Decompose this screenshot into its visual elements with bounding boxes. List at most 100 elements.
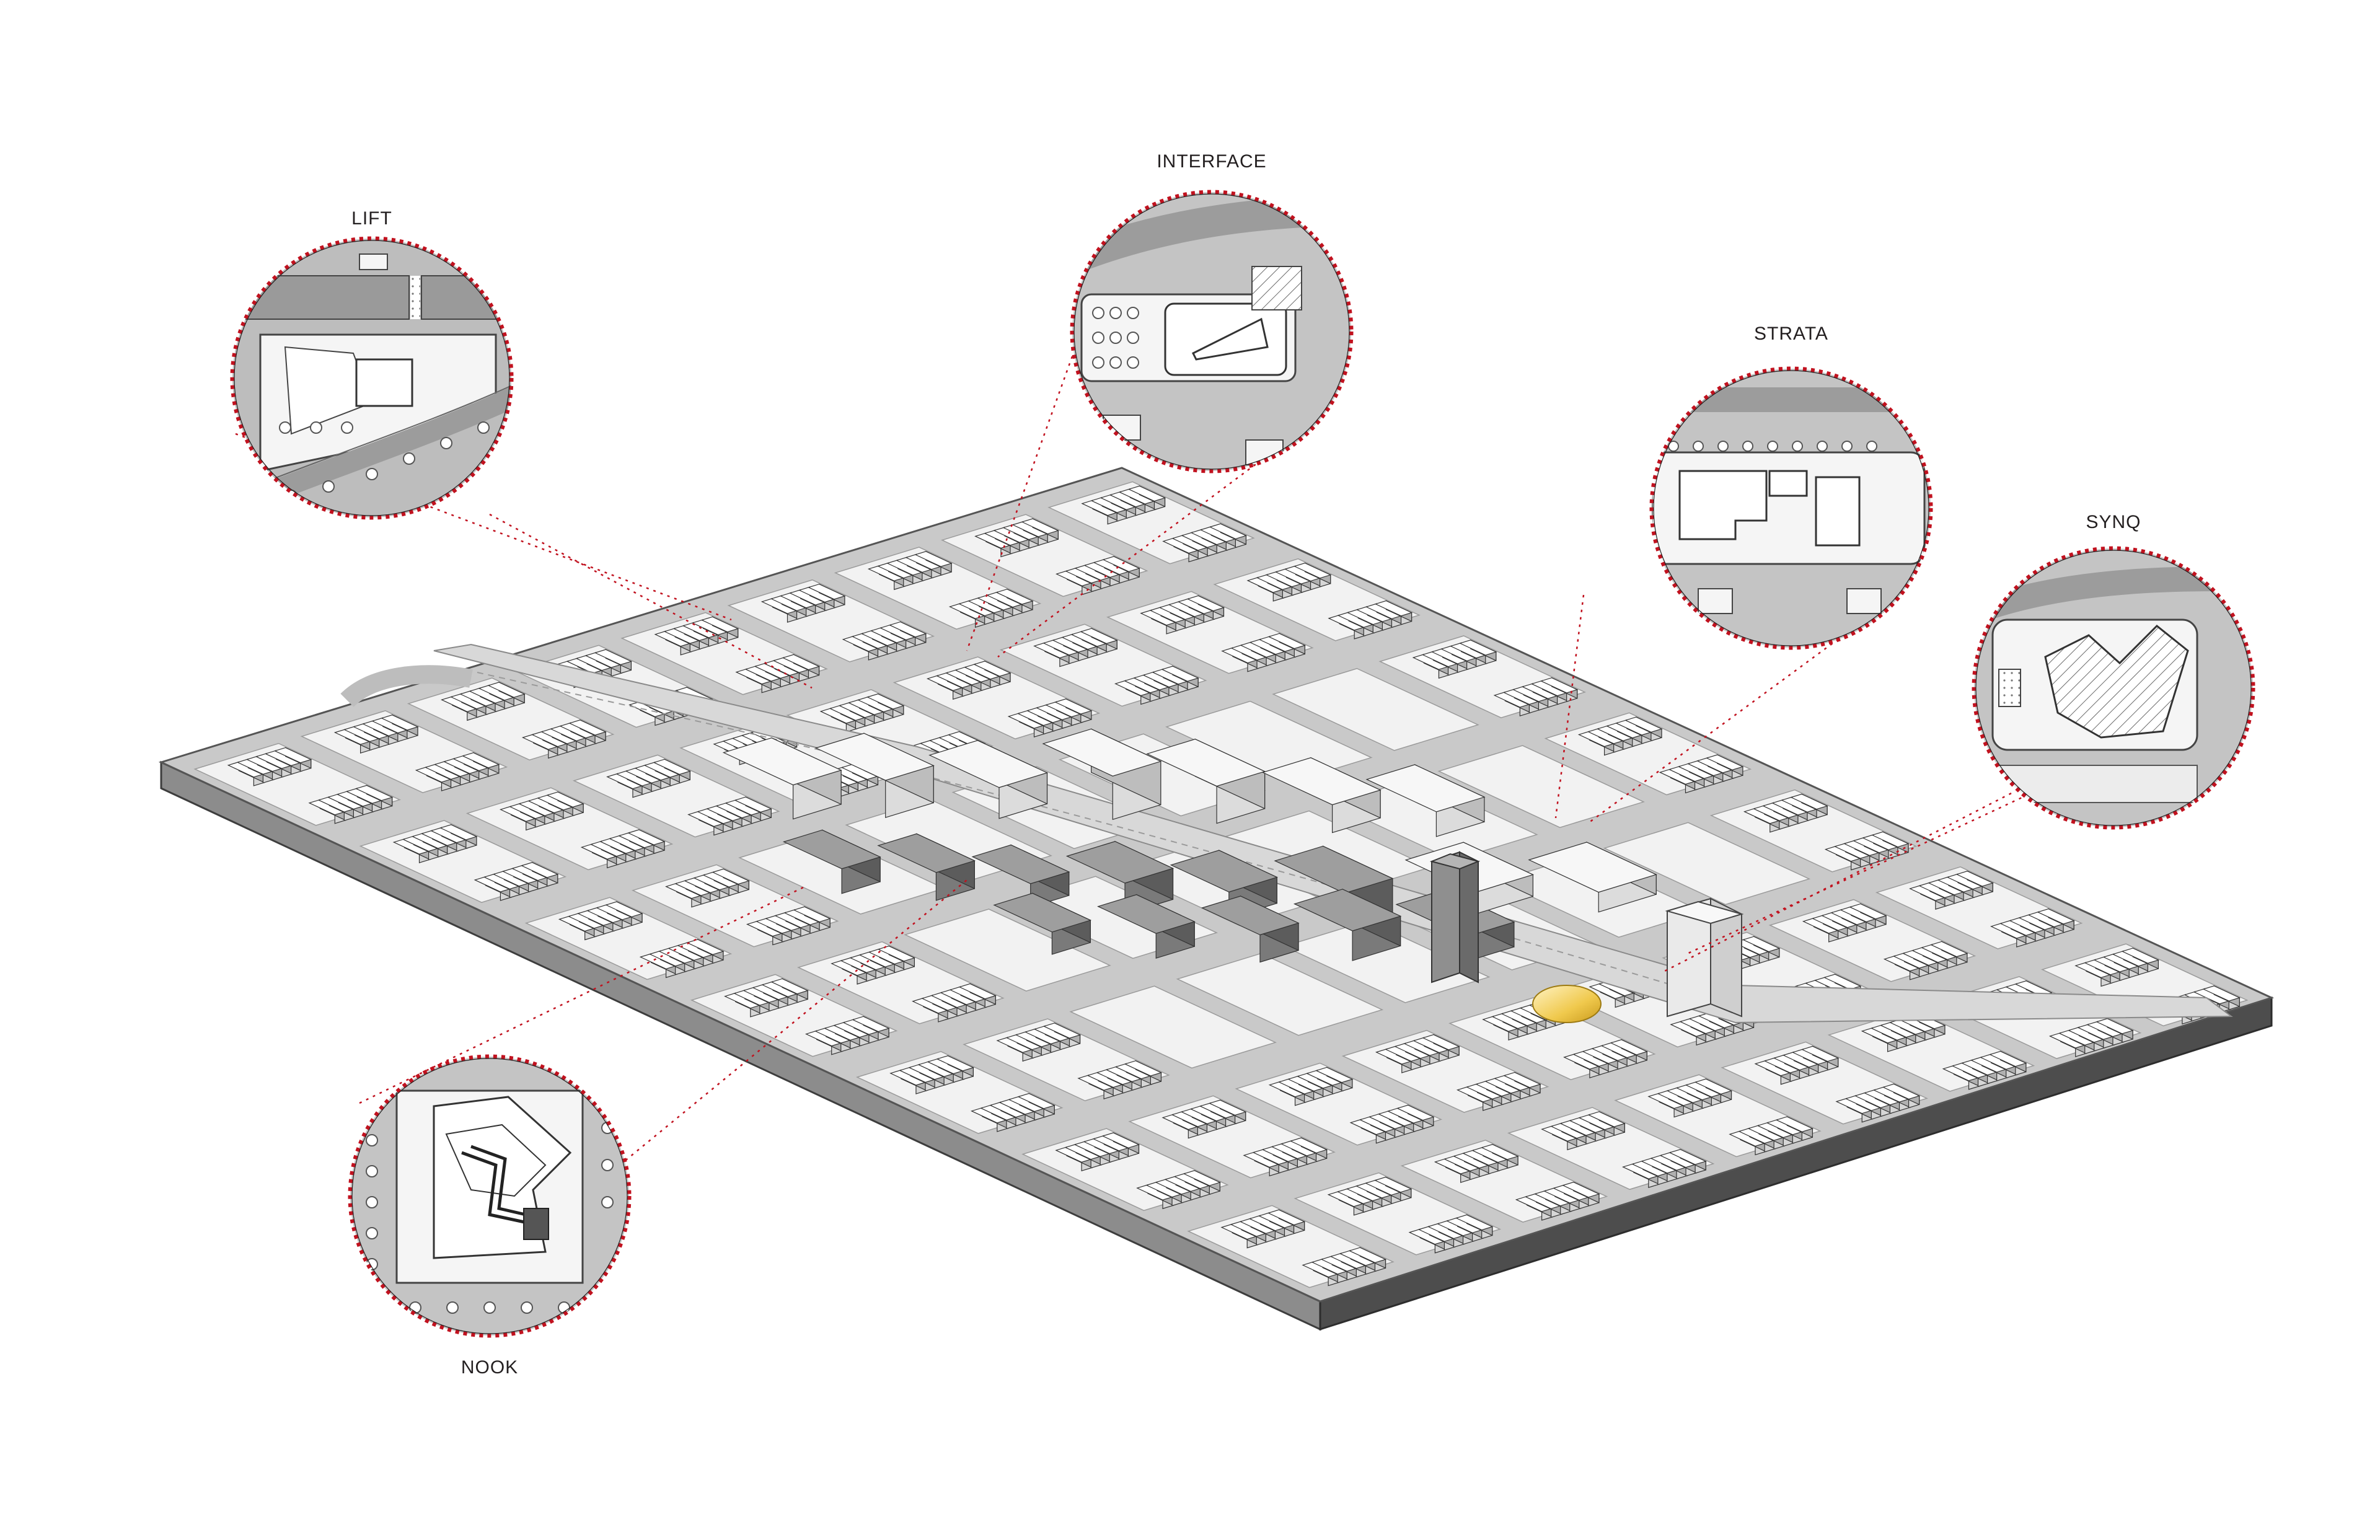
house-roof xyxy=(273,747,312,763)
house-roof xyxy=(1790,793,1828,810)
house-roof xyxy=(1127,485,1166,502)
downtown-building-roof xyxy=(971,844,1070,884)
callout-synq[interactable] xyxy=(1971,545,2256,830)
house-roof xyxy=(995,589,1034,605)
house-roof xyxy=(1267,1209,1306,1226)
house-roof xyxy=(1871,831,1910,848)
house-roof xyxy=(2096,1018,2134,1034)
house-roof xyxy=(355,785,394,801)
downtown-building-roof xyxy=(1065,841,1175,884)
house-roof xyxy=(1610,1039,1648,1055)
house-roof xyxy=(1540,677,1579,693)
house-roof xyxy=(700,616,739,633)
house-roof xyxy=(1183,1170,1222,1186)
house-roof xyxy=(1800,1045,1840,1062)
downtown-building-roof xyxy=(928,740,1049,788)
house-roof xyxy=(2202,985,2241,1001)
house-roof xyxy=(381,715,419,731)
downtown-building-roof xyxy=(1170,850,1278,892)
downtown-building-roof xyxy=(1365,764,1486,812)
callout-label-synq: SYNQ xyxy=(2086,512,2141,532)
house-roof xyxy=(888,621,927,638)
callout-nook[interactable] xyxy=(347,1054,632,1339)
landmarks xyxy=(1429,851,1744,1023)
house-roof xyxy=(2121,948,2160,964)
dark-tower xyxy=(1429,851,1481,983)
house-roof xyxy=(653,759,692,775)
house-roof xyxy=(568,719,607,736)
city-block xyxy=(1603,822,1811,905)
house-roof xyxy=(1267,633,1307,649)
callout-lift[interactable] xyxy=(229,235,514,521)
house-roof xyxy=(605,901,643,918)
house-roof xyxy=(1208,1099,1247,1116)
glass-tower xyxy=(1665,897,1744,1018)
residential-buildings xyxy=(227,485,2241,1287)
house-roof xyxy=(1042,1023,1082,1039)
city-block xyxy=(1272,667,1479,751)
downtown-buildings xyxy=(722,728,1657,963)
house-roof xyxy=(1455,1214,1494,1231)
house-roof xyxy=(936,1055,974,1071)
house-roof xyxy=(2014,980,2053,997)
house-roof xyxy=(866,693,905,710)
house-roof xyxy=(1562,1181,1600,1198)
house-roof xyxy=(734,796,772,813)
house-roof xyxy=(1209,523,1248,540)
house-roof xyxy=(973,661,1011,677)
house-roof xyxy=(2037,908,2075,925)
callout-label-strata: STRATA xyxy=(1754,323,1828,344)
downtown-building-roof xyxy=(1528,842,1657,893)
house-roof xyxy=(1694,1078,1733,1095)
house-roof xyxy=(1882,1083,1921,1100)
house-roof xyxy=(1624,716,1663,733)
house-roof xyxy=(852,1016,890,1032)
downtown-building-roof xyxy=(1042,728,1162,777)
house-roof xyxy=(1775,1116,1814,1132)
house-roof xyxy=(1823,974,1862,990)
downtown-building-roof xyxy=(1261,757,1382,806)
callout-strata[interactable] xyxy=(1649,366,1934,651)
house-roof xyxy=(1955,871,1994,887)
house-roof xyxy=(1102,556,1140,572)
house-roof xyxy=(793,906,831,923)
callout-interface[interactable] xyxy=(1069,189,1354,474)
house-roof xyxy=(462,752,500,768)
house-roof xyxy=(1988,1050,2027,1067)
city-block xyxy=(1069,985,1277,1069)
house-roof xyxy=(914,551,953,567)
house-roof xyxy=(1849,903,1887,920)
house-roof xyxy=(1348,1247,1387,1264)
house-roof xyxy=(1930,941,1968,957)
house-roof xyxy=(627,829,666,845)
house-roof xyxy=(770,978,809,995)
house-roof xyxy=(1373,1176,1413,1193)
house-roof xyxy=(1374,600,1413,617)
house-roof xyxy=(712,868,750,885)
house-roof xyxy=(807,583,846,600)
house-roof xyxy=(958,983,997,1000)
house-roof xyxy=(487,682,526,698)
house-roof xyxy=(1396,1104,1435,1121)
downtown-building-roof xyxy=(877,833,976,873)
house-roof xyxy=(1315,1067,1354,1083)
house-roof xyxy=(1161,666,1199,682)
city-block xyxy=(1282,920,1491,1003)
house-roof xyxy=(1587,1111,1626,1127)
downtown-building-roof xyxy=(814,733,935,781)
downtown-building-roof xyxy=(1293,889,1402,931)
house-roof xyxy=(1668,1149,1707,1165)
downtown-building-roof xyxy=(993,892,1092,933)
house-roof xyxy=(1080,628,1118,645)
house-roof xyxy=(546,791,584,807)
house-roof xyxy=(1458,640,1497,656)
downtown-building-roof xyxy=(1097,894,1196,934)
house-roof xyxy=(439,824,478,840)
downtown-building-roof xyxy=(1274,845,1394,894)
callout-label-nook: NOOK xyxy=(461,1357,519,1378)
city-block xyxy=(1176,953,1384,1036)
house-roof xyxy=(1705,754,1744,771)
city-block xyxy=(904,909,1111,992)
city-block xyxy=(1437,745,1645,829)
